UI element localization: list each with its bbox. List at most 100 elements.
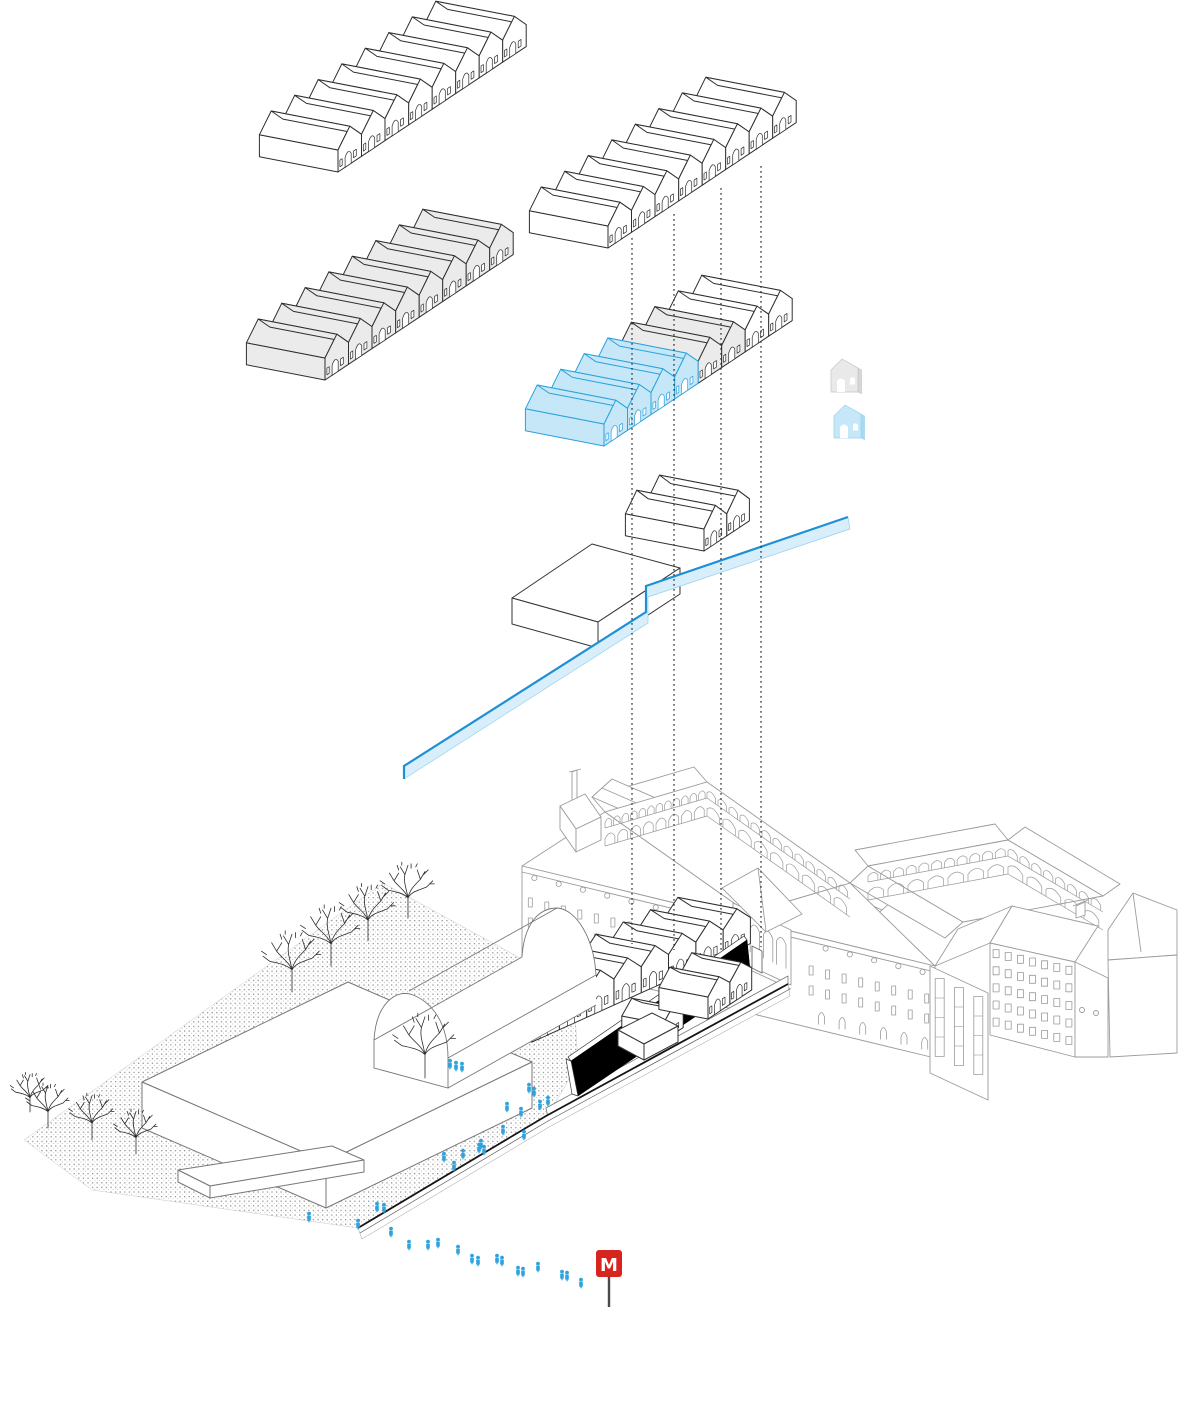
gable-window bbox=[723, 353, 727, 363]
grid-window bbox=[1041, 1012, 1048, 1022]
box-front-face bbox=[325, 1061, 533, 1209]
arcade-arch bbox=[967, 868, 984, 882]
arcade-arch bbox=[944, 857, 955, 868]
shed-unit bbox=[524, 384, 628, 447]
arcade-string-course bbox=[706, 797, 851, 900]
gable-arch-door bbox=[634, 409, 642, 427]
arcade-arch bbox=[867, 872, 879, 882]
arcade-arch bbox=[693, 806, 705, 820]
person-figure bbox=[389, 1226, 393, 1238]
gable-arch-door bbox=[438, 88, 446, 106]
gable-window bbox=[722, 996, 726, 1006]
shed-unit bbox=[619, 321, 723, 384]
arcade-arch bbox=[698, 790, 706, 801]
arcade-arch bbox=[604, 818, 612, 828]
gable-window bbox=[703, 171, 707, 181]
gable-arch-door bbox=[649, 971, 657, 990]
right-wing bbox=[929, 892, 1178, 1101]
shed-gable-face bbox=[337, 125, 362, 173]
gable-arch-door bbox=[485, 56, 493, 74]
grid-window bbox=[992, 1000, 1000, 1010]
icon-side-edge bbox=[860, 413, 865, 440]
lantern-cap bbox=[1072, 899, 1089, 907]
grid-window bbox=[1065, 965, 1073, 975]
gable-window bbox=[629, 416, 633, 426]
gable-window bbox=[457, 79, 461, 89]
arcade-arch bbox=[786, 863, 800, 881]
facade-ground-arch bbox=[900, 1032, 908, 1045]
arcade-string-course bbox=[867, 873, 1009, 901]
gable-arch-door bbox=[378, 327, 386, 345]
gable-window bbox=[631, 982, 636, 993]
facade-oculus bbox=[895, 963, 902, 970]
person-figure bbox=[470, 1253, 474, 1265]
arcade-arch bbox=[617, 828, 629, 843]
person-figure bbox=[516, 1265, 520, 1277]
promenade-edge-thin bbox=[359, 988, 791, 1234]
shed-unit bbox=[693, 76, 797, 139]
tall-window-section bbox=[929, 965, 989, 1101]
arcade-arch bbox=[827, 876, 837, 890]
gable-window bbox=[619, 422, 623, 433]
gable-arch-door bbox=[685, 180, 693, 197]
grid-window bbox=[1041, 995, 1048, 1004]
gable-arch-door bbox=[714, 998, 721, 1016]
grid-window bbox=[1029, 1026, 1036, 1036]
service-tower bbox=[559, 768, 602, 853]
arcade-string-course bbox=[1007, 873, 1104, 931]
facade-window bbox=[924, 1013, 930, 1024]
courtyard bbox=[867, 839, 1104, 923]
arcade-arch bbox=[817, 886, 831, 904]
arcade-arch bbox=[987, 864, 1004, 878]
arcade-arch bbox=[722, 818, 736, 836]
facade-ground-arch bbox=[921, 1037, 929, 1050]
vault-end-face bbox=[373, 993, 449, 1089]
person-figure bbox=[426, 1239, 430, 1251]
arcade-arch bbox=[655, 803, 663, 813]
gable-window bbox=[699, 369, 703, 379]
shed-unit bbox=[258, 110, 362, 173]
shed-unit bbox=[680, 952, 753, 1005]
gable-window bbox=[717, 162, 721, 172]
arcade-arch bbox=[750, 822, 760, 836]
shed-gable-face bbox=[707, 976, 731, 1020]
arcade-arch bbox=[647, 805, 655, 816]
gable-window bbox=[709, 1005, 713, 1015]
courtyard bbox=[604, 781, 851, 914]
facade-window bbox=[841, 973, 847, 984]
person-figure bbox=[521, 1266, 525, 1278]
shed-unit bbox=[340, 255, 444, 318]
arcade-arch bbox=[638, 808, 646, 818]
gable-arch-door bbox=[331, 359, 339, 376]
tower-arch bbox=[763, 930, 774, 963]
arcade-arch bbox=[918, 862, 930, 873]
shed-row-grey bbox=[245, 208, 514, 381]
corner-pier bbox=[1074, 961, 1109, 1058]
gable-arch-door bbox=[391, 119, 399, 137]
grid-window bbox=[1053, 1015, 1061, 1025]
shed-unit bbox=[400, 16, 504, 79]
shed-gable-face bbox=[607, 201, 632, 249]
gable-window bbox=[326, 366, 330, 376]
facade-window bbox=[825, 989, 830, 1000]
facade-ground-arch bbox=[818, 1012, 825, 1025]
gable-window bbox=[410, 111, 414, 121]
grid-window bbox=[1004, 1003, 1012, 1013]
gable-arch-door bbox=[710, 530, 718, 548]
facade-window bbox=[577, 909, 583, 920]
shed-unit bbox=[548, 368, 652, 431]
shed-unit bbox=[581, 933, 669, 994]
gable-window bbox=[481, 262, 485, 272]
facade-oculus bbox=[604, 892, 611, 899]
facade-window bbox=[808, 985, 814, 996]
metro-m-label: M bbox=[600, 1255, 618, 1276]
gable-window bbox=[713, 945, 718, 956]
gable-arch-door bbox=[751, 330, 759, 348]
gable-window bbox=[447, 86, 451, 96]
gable-window bbox=[373, 334, 377, 344]
facade-window bbox=[527, 897, 533, 908]
gable-window bbox=[736, 344, 741, 354]
roof-fold bbox=[1132, 892, 1142, 953]
arcade-arch bbox=[969, 853, 981, 864]
